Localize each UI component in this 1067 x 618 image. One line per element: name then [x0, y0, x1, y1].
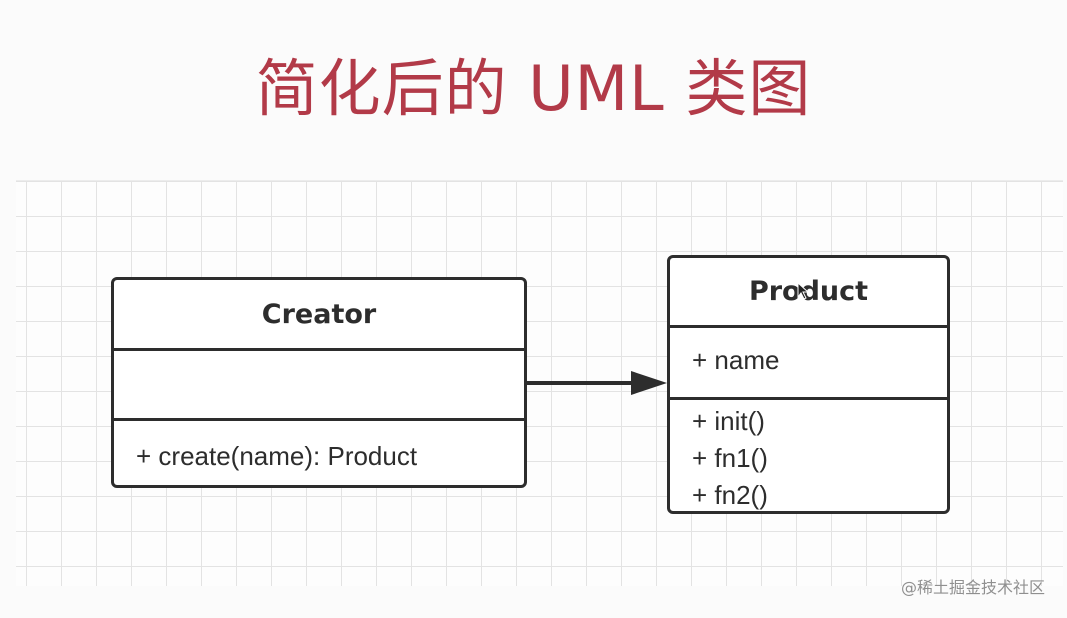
creator-attributes-section — [114, 351, 524, 421]
creator-methods-section: + create(name): Product — [114, 421, 524, 475]
uml-class-creator: Creator + create(name): Product — [111, 277, 527, 488]
product-methods-section: + init() + fn1() + fn2() — [670, 400, 947, 514]
mouse-pointer-icon — [797, 282, 809, 300]
product-class-name: Product — [670, 258, 947, 328]
arrowhead-icon — [631, 371, 667, 395]
watermark: @稀土掘金技术社区 — [900, 578, 1045, 597]
product-attribute-name: + name — [692, 345, 780, 375]
product-method-fn1: + fn1() — [692, 443, 768, 473]
product-attributes-section: + name — [670, 328, 947, 400]
association-arrow — [527, 371, 667, 395]
creator-method-create: + create(name): Product — [136, 441, 418, 471]
product-method-init: + init() — [692, 406, 765, 436]
product-method-fn2: + fn2() — [692, 480, 768, 510]
creator-class-name: Creator — [114, 280, 524, 351]
slide-title: 简化后的 UML 类图 — [255, 52, 812, 125]
uml-class-product: Product + name + init() + fn1() + fn2() — [667, 255, 950, 514]
